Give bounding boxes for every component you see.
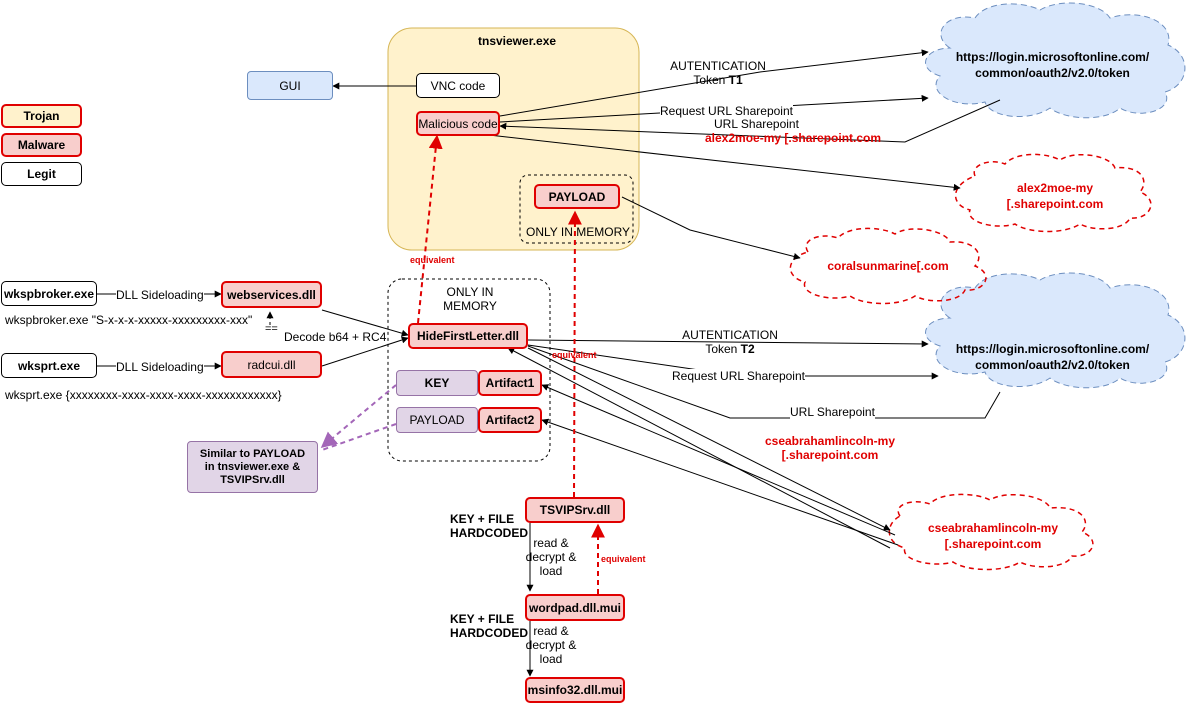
hide-to-csea-arrow [527, 347, 891, 531]
legend-legit: Legit [1, 162, 82, 186]
login1-cloud-text: https://login.microsoftonline.com/ commo… [955, 50, 1150, 80]
malicious-to-alex-arrow [479, 133, 961, 191]
tnsviewer-container [387, 27, 640, 251]
token-t2-text: Token [705, 342, 741, 356]
auth-t1-label: AUTENTICATION Token T1 [668, 59, 768, 87]
payload-purple-box: PAYLOAD [396, 407, 478, 433]
equivalent-hide-malicious-arrow [417, 134, 443, 324]
equivalent-tsvip-payload-arrow [567, 210, 582, 498]
webservices-to-hide-arrow [321, 309, 409, 337]
wkspbroker-box: wkspbroker.exe [1, 281, 97, 306]
cloud-alex-icon [954, 153, 1152, 233]
read-decrypt-load-1: read & decrypt & load [525, 536, 577, 578]
token-t1-id: T1 [728, 73, 743, 87]
cloud-login1-icon [925, 2, 1186, 119]
url-sharepoint-2-label: URL Sharepoint [790, 405, 875, 419]
alex-cloud-text: alex2moe-my [.sharepoint.com [1006, 181, 1104, 211]
tnsviewer-title: tnsviewer.exe [478, 34, 557, 48]
key-file-label-1: KEY + FILE HARDCODED [450, 512, 528, 540]
gui-box: GUI [247, 71, 333, 100]
csea-to-artifact1-arrow [541, 384, 896, 536]
malicious-code-box: Malicious code [416, 111, 500, 136]
equal-label: == [265, 323, 278, 335]
csea-url-label: cseabrahamlincoln-my [.sharepoint.com [764, 434, 896, 462]
auth-t2-text: AUTENTICATION [682, 328, 778, 342]
sideload1-label: DLL Sideloading [116, 288, 204, 302]
wksprt-box: wksprt.exe [1, 353, 97, 378]
cloud-csea-icon [888, 493, 1094, 571]
similar-payload-box: Similar to PAYLOAD in tnsviewer.exe & TS… [187, 441, 318, 493]
tsvipsrv-box: TSVIPSrv.dll [525, 497, 625, 523]
payload-to-coral-arrow [621, 196, 801, 260]
decode-label: Decode b64 + RC4 [284, 330, 387, 344]
csea-to-hide-arrow [507, 347, 891, 549]
only-in-memory-label: ONLY IN MEMORY [526, 225, 631, 239]
radcui-to-hide-arrow [321, 336, 409, 367]
webservices-box: webservices.dll [221, 281, 322, 308]
auth-t2-label: AUTENTICATION Token T2 [680, 328, 780, 356]
key-to-similar-arrow [320, 384, 397, 449]
key-box: KEY [396, 370, 478, 396]
token-t2-id: T2 [740, 342, 755, 356]
token-t2-line: Token T2 [680, 342, 780, 356]
wordpad-box: wordpad.dll.mui [525, 594, 625, 621]
artifact2-box: Artifact2 [478, 407, 542, 433]
url-sharepoint-arrow [499, 99, 1001, 143]
auth-t1-arrow [499, 49, 929, 117]
csea-cloud-text: cseabrahamlincoln-my [.sharepoint.com [927, 521, 1059, 551]
legend-malware: Malware [1, 133, 82, 157]
wkspbroker-args: wkspbroker.exe "S-x-x-x-xxxxx-xxxxxxxxx-… [5, 313, 253, 327]
hidefirstletter-box: HideFirstLetter.dll [408, 323, 528, 349]
radcui-box: radcui.dll [221, 351, 322, 378]
payload-box: PAYLOAD [534, 184, 620, 209]
coral-cloud-text: coralsunmarine[.com [827, 259, 949, 273]
token-t1-line: Token T1 [668, 73, 768, 87]
equivalent-label-2: equivalent [552, 350, 597, 360]
msinfo-box: msinfo32.dll.mui [525, 677, 625, 703]
equivalent-label-1: equivalent [410, 255, 455, 265]
token-t1-text: Token [693, 73, 729, 87]
payload-memory-box [519, 174, 634, 244]
memory-title: ONLY IN MEMORY [443, 285, 497, 313]
alex-url-label: alex2moe-my [.sharepoint.com [705, 131, 882, 145]
vnc-code-box: VNC code [416, 73, 500, 98]
csea-to-artifact2-arrow [541, 418, 899, 546]
request-url-label: Request URL Sharepoint [660, 104, 793, 118]
legend-trojan: Trojan [1, 104, 82, 128]
key-file-label-2: KEY + FILE HARDCODED [450, 612, 528, 640]
wksprt-args: wksprt.exe {xxxxxxxx-xxxx-xxxx-xxxx-xxxx… [5, 388, 282, 402]
url-sharepoint-label: URL Sharepoint [714, 117, 799, 131]
cloud-coral-icon [789, 227, 987, 305]
auth-t1-text: AUTENTICATION [670, 59, 766, 73]
sideload2-label: DLL Sideloading [116, 360, 204, 374]
login2-cloud-text: https://login.microsoftonline.com/ commo… [955, 342, 1150, 372]
equivalent-label-3: equivalent [601, 554, 646, 564]
read-decrypt-load-2: read & decrypt & load [525, 624, 577, 666]
auth-t2-arrow [527, 339, 929, 348]
artifact1-box: Artifact1 [478, 370, 542, 396]
payload-to-similar-line [321, 423, 397, 451]
request-url-2-label: Request URL Sharepoint [672, 369, 805, 383]
cloud-login2-icon [925, 272, 1186, 389]
memory-box [387, 278, 551, 462]
